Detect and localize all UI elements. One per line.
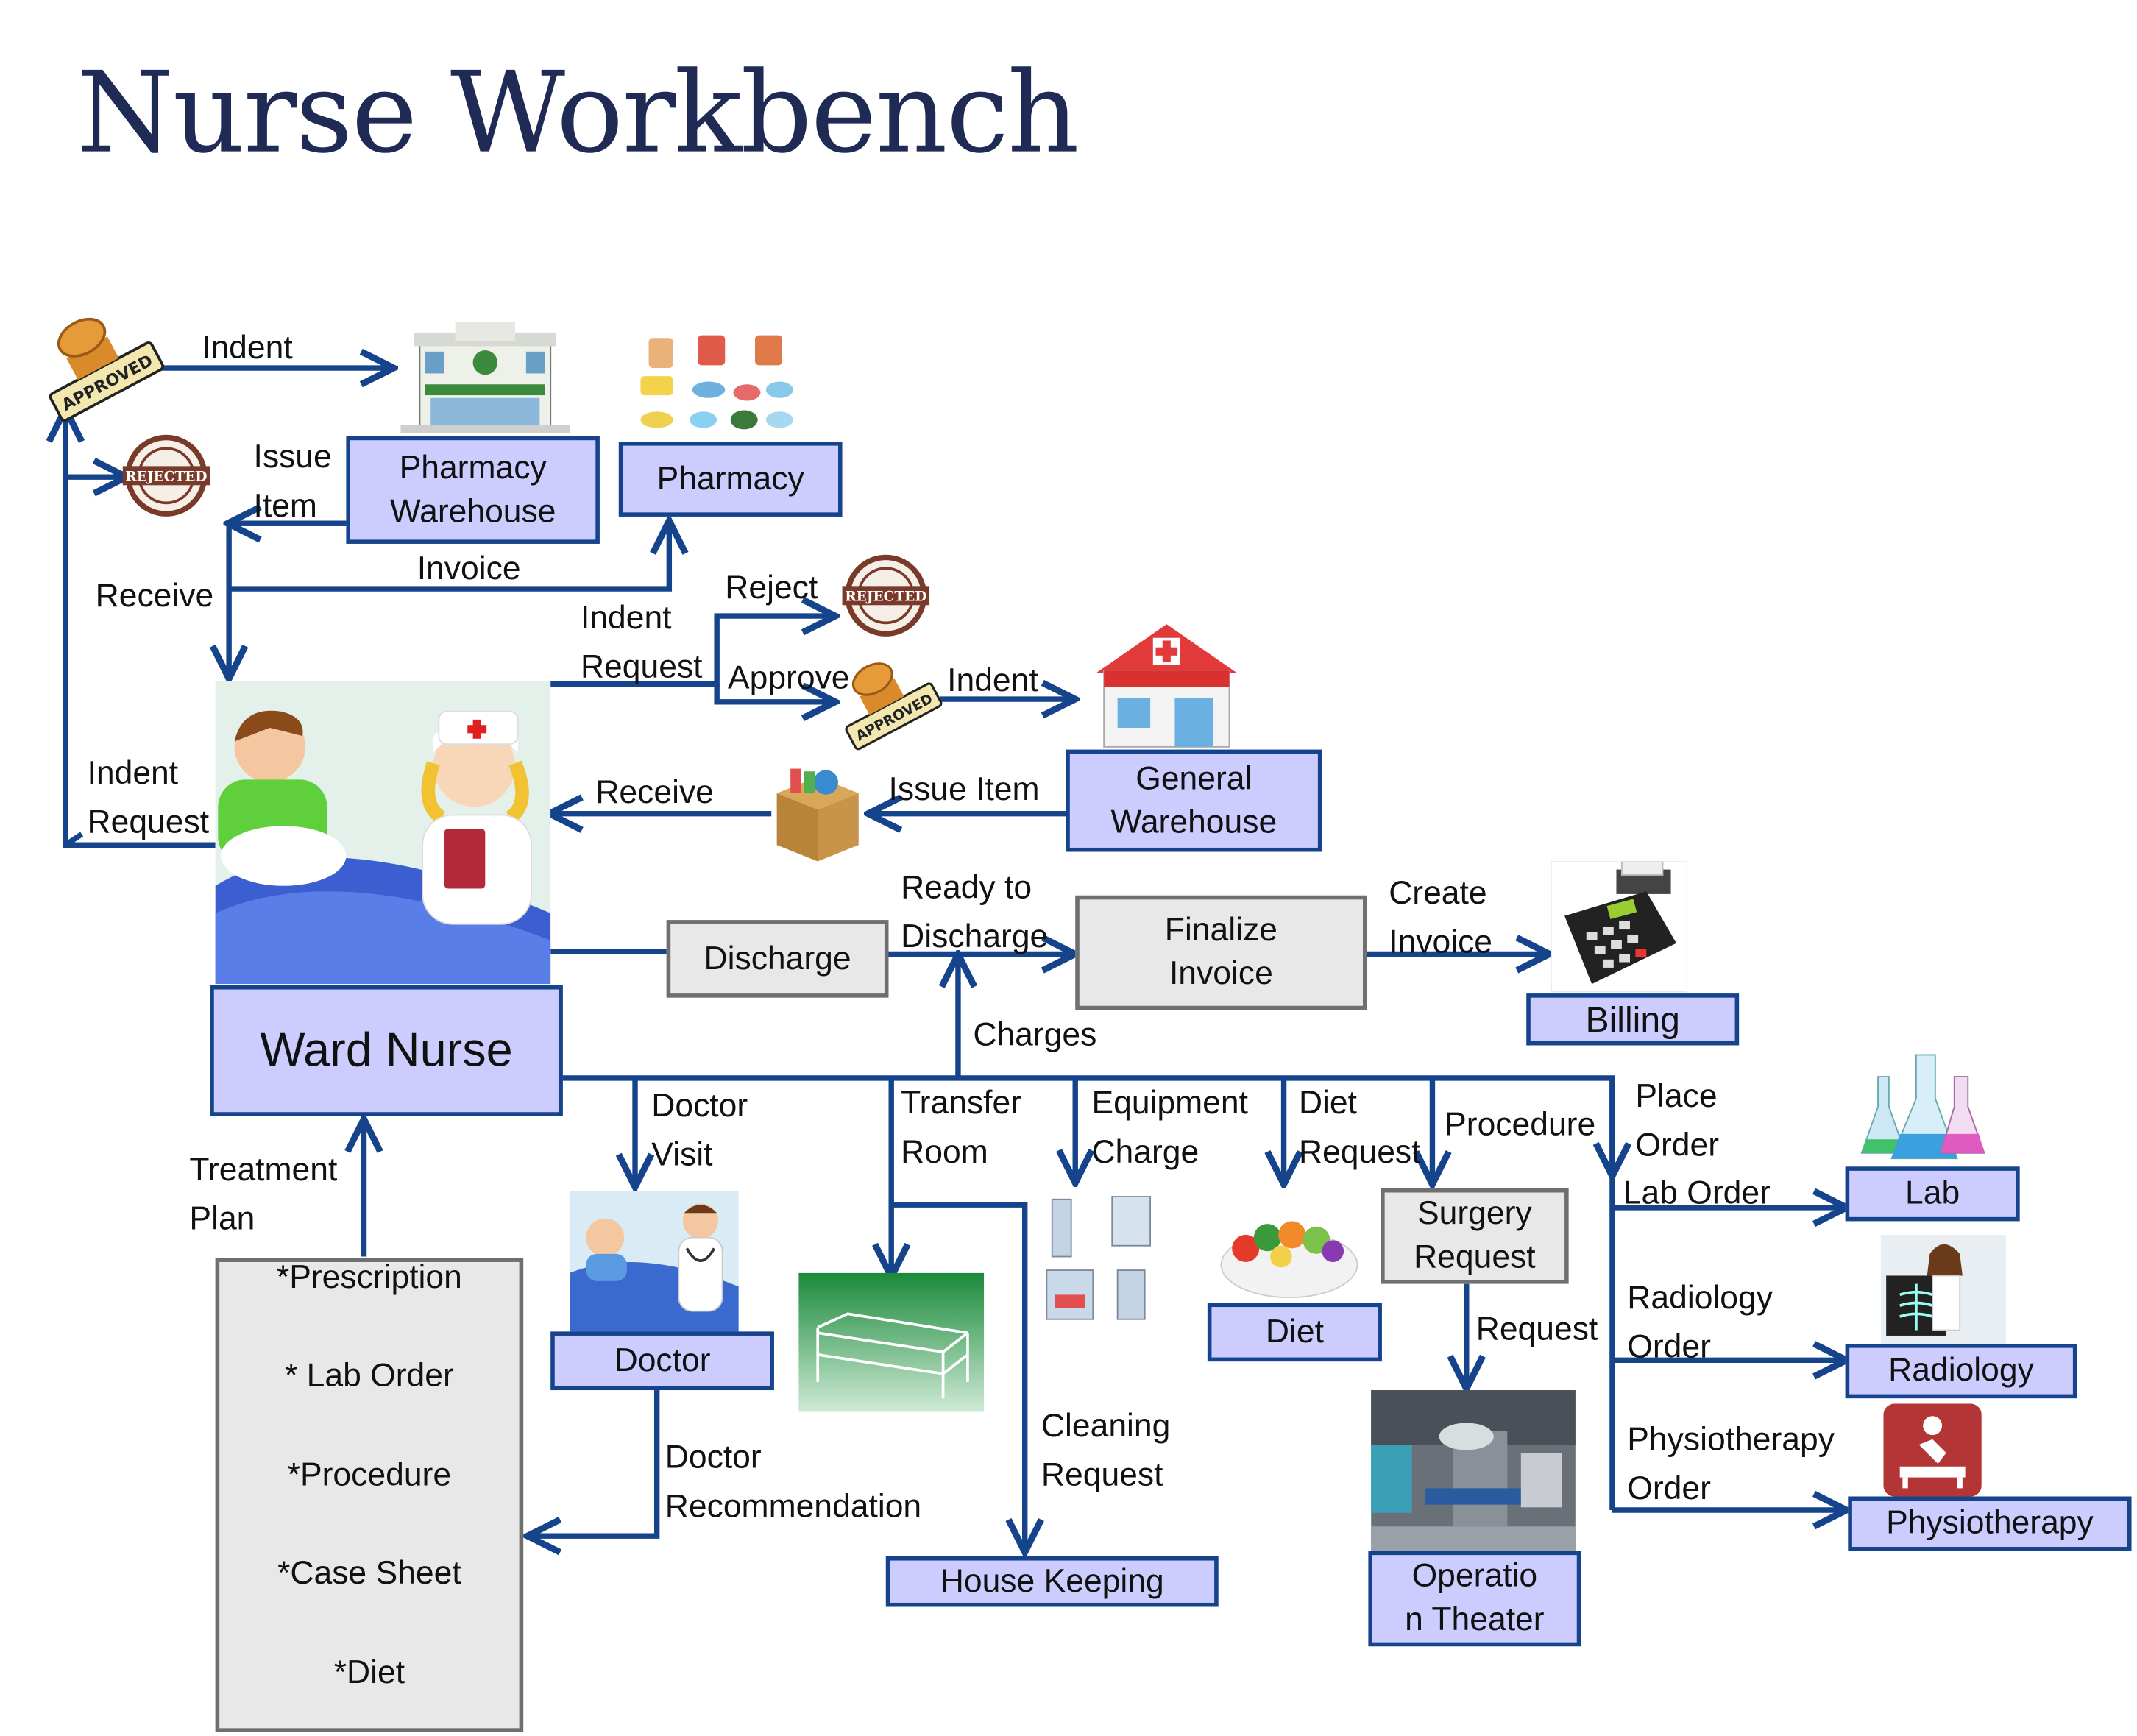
arrow-cleaning [891, 1202, 1024, 1548]
arrow-doctor-recommendation [531, 1390, 660, 1536]
operation-theater-node: Operatio n Theater [1368, 1551, 1581, 1647]
rejected-stamp-icon-2: REJECTED [842, 554, 930, 637]
label-transfer-room: Transfer Room [901, 1085, 1022, 1172]
lab-flasks-icon [1860, 1054, 1985, 1160]
treatment-item-diet: *Diet [333, 1654, 405, 1692]
approved-stamp-icon: APPROVED [49, 317, 165, 422]
radiology-xray-icon [1880, 1234, 2007, 1344]
discharge-node: Discharge [666, 920, 889, 998]
label-physiotherapy-order: Physiotherapy Order [1627, 1421, 1835, 1509]
arrow-issue-item-pw [229, 520, 347, 675]
rejected-stamp-text: REJECTED [125, 470, 207, 485]
billing-node: Billing [1526, 993, 1740, 1046]
physiotherapy-icon [1883, 1403, 1982, 1497]
pharmacy-warehouse-node: Pharmacy Warehouse [346, 436, 600, 544]
label-issue-item-gw: Issue Item [888, 771, 1040, 809]
rejected-stamp-text-2: REJECTED [845, 589, 926, 605]
label-indent-request-left: Indent Request [87, 755, 210, 842]
label-cleaning-request: Cleaning Request [1041, 1408, 1171, 1495]
medicines-icon [640, 335, 793, 430]
doctor-node: Doctor [550, 1331, 774, 1391]
label-receive-left: Receive [95, 578, 214, 615]
treatment-item-procedure: *Procedure [287, 1456, 452, 1494]
page-title: Nurse Workbench [76, 49, 1080, 179]
rejected-stamp-icon: REJECTED [122, 434, 210, 517]
hospital-bed-icon [798, 1272, 985, 1412]
label-place-order: Place Order [1635, 1077, 1720, 1165]
doctor-visit-illustration [570, 1191, 739, 1333]
operation-theater-photo [1371, 1390, 1576, 1554]
finalize-invoice-node: Finalize Invoice [1075, 895, 1367, 1010]
label-request-ot: Request [1475, 1311, 1598, 1348]
label-indent-request-mid: Indent Request [580, 599, 703, 687]
treatment-plan-box: *Prescription * Lab Order *Procedure *Ca… [215, 1258, 524, 1732]
pharmacy-building-icon [400, 322, 570, 433]
arrow-approve [714, 684, 832, 702]
label-invoice: Invoice [417, 550, 521, 588]
supply-box-icon [776, 768, 859, 862]
billing-machine-icon [1551, 861, 1687, 993]
label-ready-to-discharge: Ready to Discharge [901, 869, 1049, 957]
label-receive-gw: Receive [595, 773, 714, 811]
general-warehouse-node: General Warehouse [1066, 749, 1322, 852]
label-radiology-order: Radiology Order [1627, 1280, 1773, 1367]
label-approve: Approve [727, 659, 850, 697]
label-diet-request: Diet Request [1298, 1085, 1421, 1172]
diet-food-icon [1220, 1221, 1358, 1299]
label-equipment-charge: Equipment Charge [1091, 1085, 1248, 1172]
label-doctor-recommendation: Doctor Recommendation [665, 1439, 922, 1526]
treatment-item-lab-order: * Lab Order [284, 1357, 454, 1395]
label-create-invoice: Create Invoice [1389, 874, 1493, 962]
treatment-item-prescription: *Prescription [276, 1259, 462, 1297]
label-lab-order: Lab Order [1623, 1175, 1771, 1212]
arrow-invoice [229, 525, 669, 592]
label-charges: Charges [973, 1016, 1097, 1054]
diet-node: Diet [1207, 1303, 1382, 1362]
surgery-request-node: Surgery Request [1381, 1188, 1569, 1284]
label-procedure: Procedure [1445, 1106, 1596, 1144]
label-issue-item-pw: Issue Item [253, 439, 332, 525]
label-doctor-visit: Doctor Visit [651, 1087, 748, 1175]
treatment-item-case-sheet: *Case Sheet [277, 1555, 461, 1592]
house-keeping-node: House Keeping [885, 1556, 1219, 1607]
pharmacy-node: Pharmacy [618, 442, 843, 517]
arrow-indent-request [550, 616, 832, 687]
label-indent-gw: Indent [947, 662, 1038, 700]
ward-nurse-node: Ward Nurse [210, 985, 563, 1116]
hospital-store-icon [1096, 624, 1238, 748]
ward-nurse-illustration [215, 681, 551, 985]
lab-node: Lab [1845, 1166, 2020, 1222]
label-indent-top: Indent [202, 330, 293, 367]
radiology-node: Radiology [1845, 1344, 2077, 1399]
physiotherapy-node: Physiotherapy [1848, 1496, 2132, 1551]
approved-stamp-icon-2: APPROVED [845, 662, 943, 751]
label-treatment-plan: Treatment Plan [189, 1151, 338, 1239]
equipment-icon [1041, 1188, 1191, 1331]
label-reject: Reject [725, 570, 818, 607]
